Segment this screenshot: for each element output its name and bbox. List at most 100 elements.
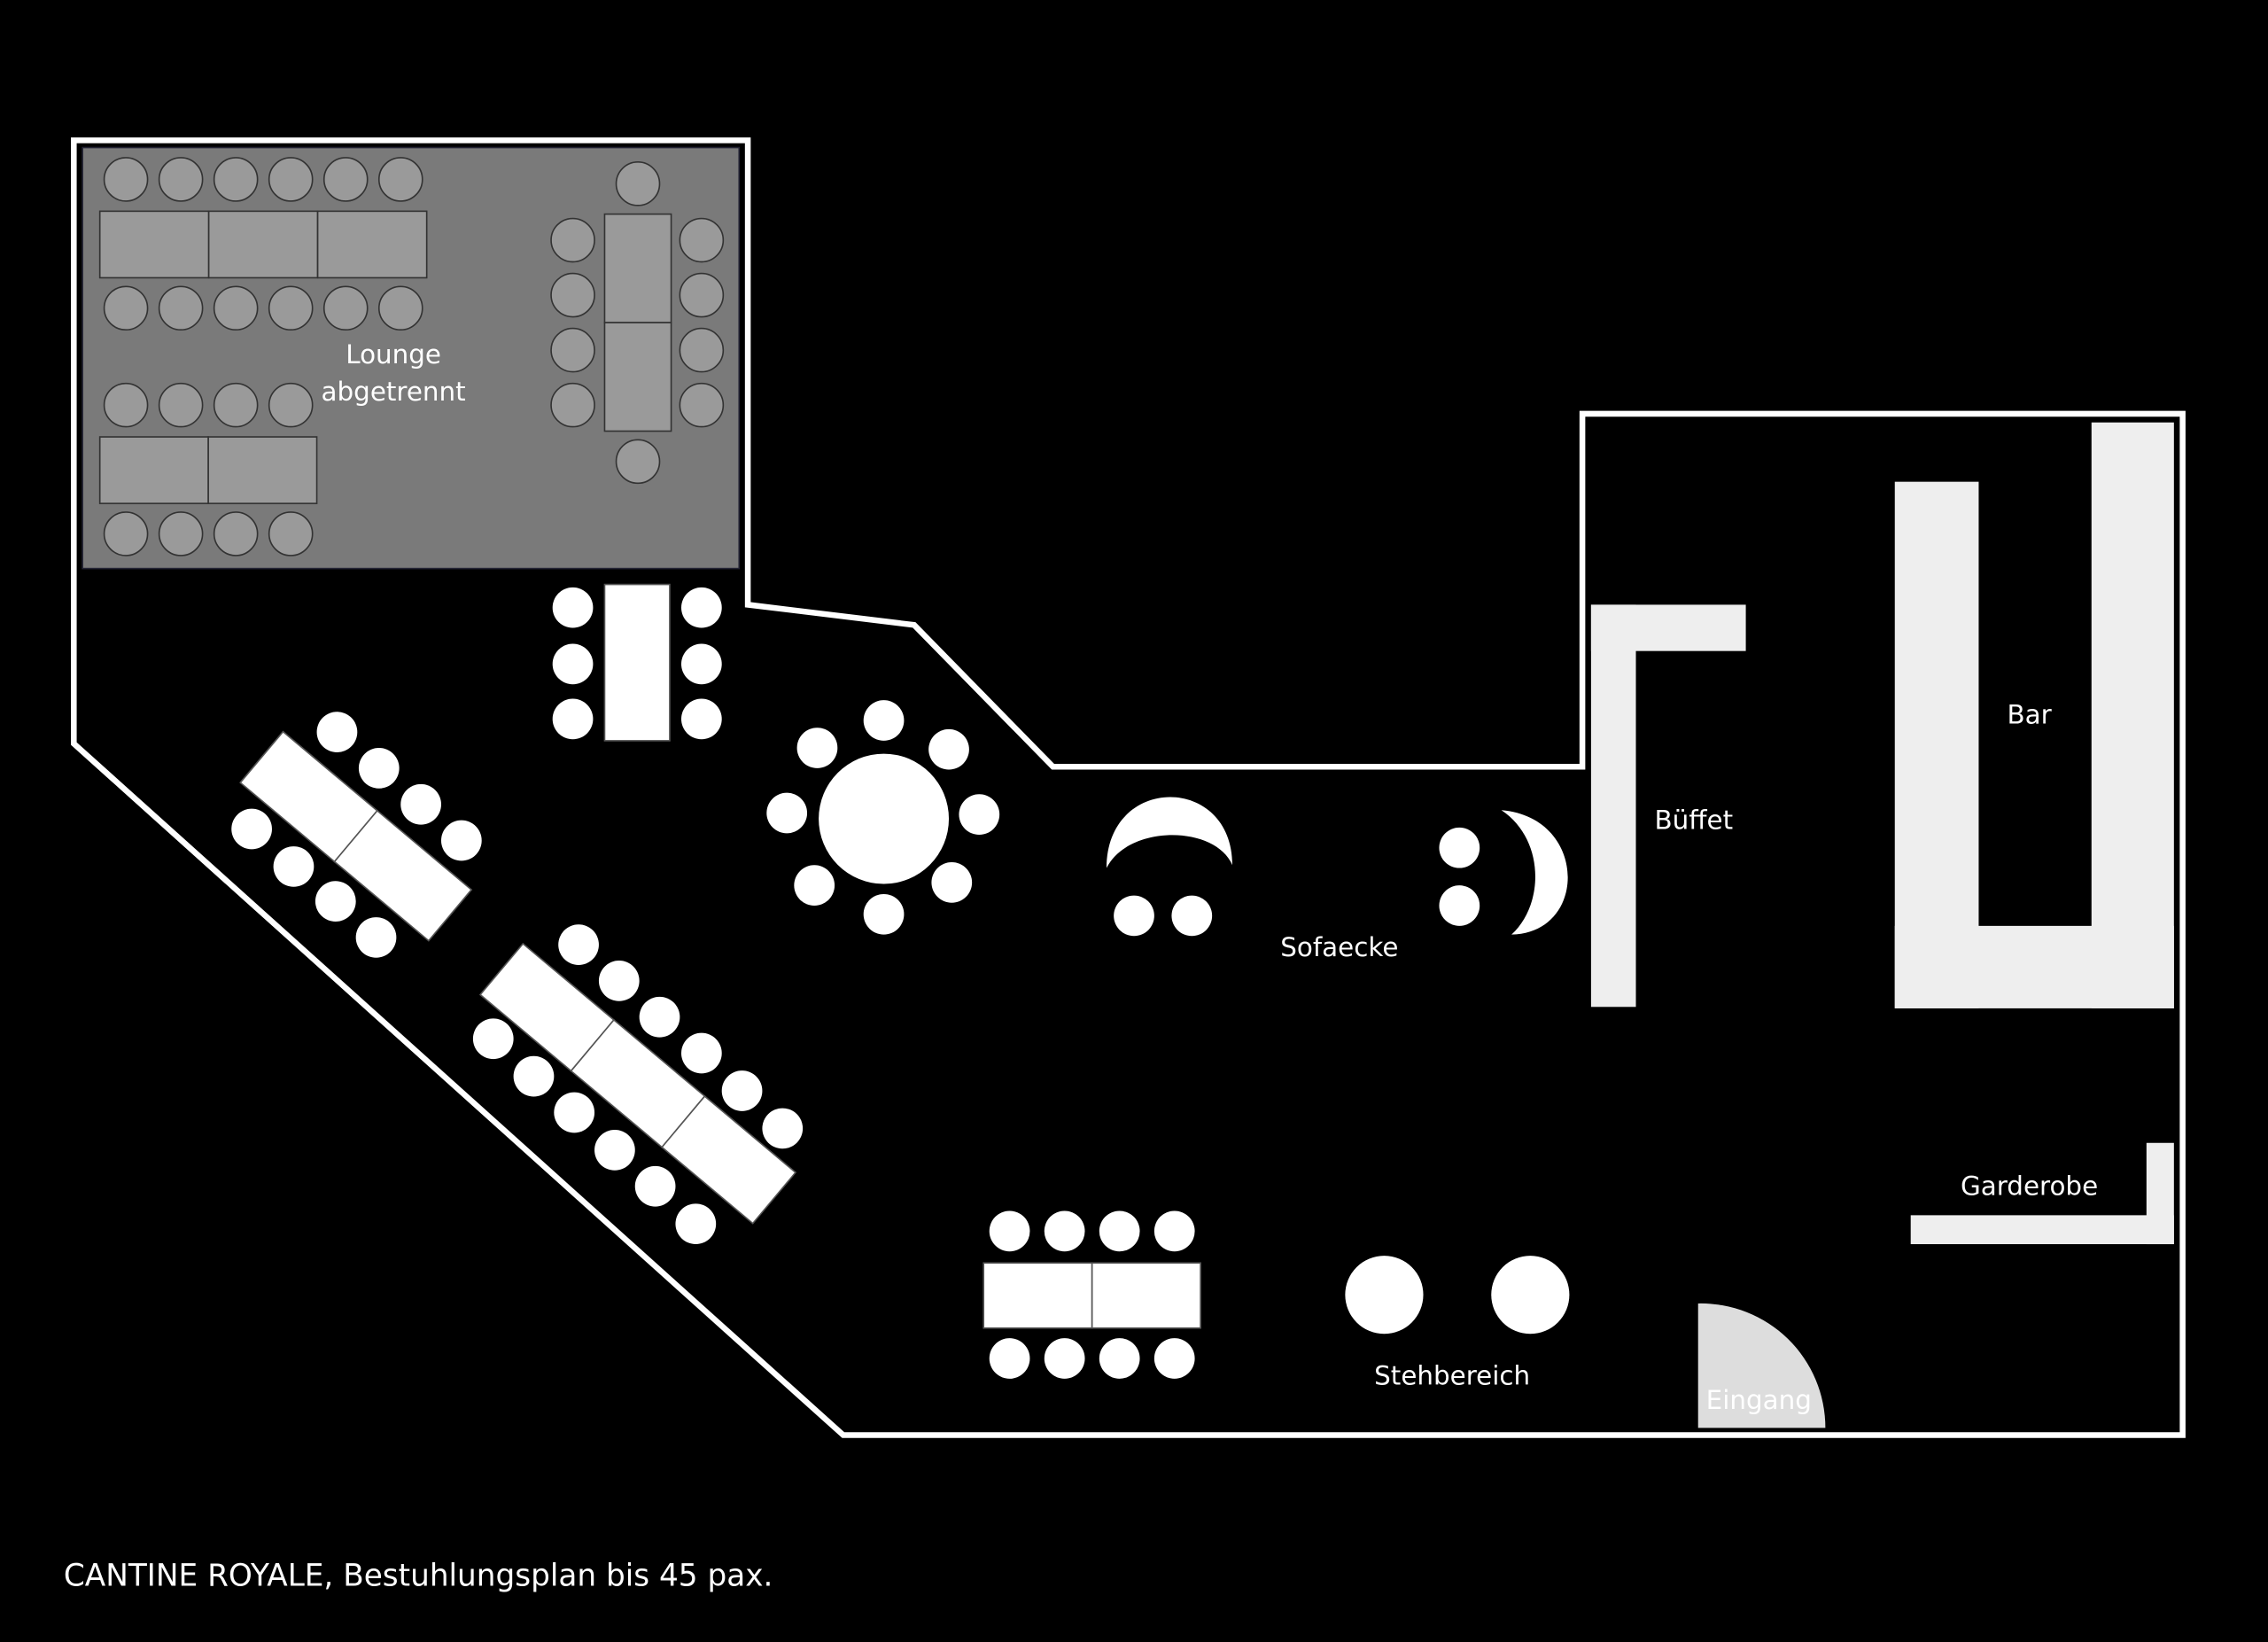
chair: [268, 511, 314, 556]
chair: [273, 846, 315, 887]
lounge-sublabel: abgetrennt: [322, 377, 466, 407]
chair: [322, 157, 369, 202]
chair: [721, 1070, 763, 1111]
chair: [554, 1092, 595, 1133]
chair: [322, 285, 369, 331]
chair: [598, 961, 640, 1001]
chair: [158, 157, 204, 202]
table: [603, 213, 672, 323]
chair: [679, 382, 725, 428]
sofa-label: Sofaecke: [1280, 932, 1398, 962]
chair: [103, 511, 149, 556]
table: [333, 809, 473, 942]
chair: [863, 700, 905, 741]
main-furniture: [231, 583, 1480, 1379]
chair: [1153, 1210, 1195, 1252]
chair: [558, 924, 599, 965]
chair: [213, 382, 259, 428]
chair: [1044, 1210, 1085, 1252]
chair: [550, 327, 595, 373]
bar-label: Bar: [2007, 699, 2052, 729]
chair: [634, 1165, 676, 1207]
chair: [794, 865, 835, 907]
lounge-furniture: [98, 157, 725, 556]
chair: [213, 285, 259, 331]
chair: [315, 881, 356, 922]
chair: [680, 698, 722, 740]
chair: [400, 783, 441, 825]
chair: [639, 996, 680, 1038]
table: [603, 583, 671, 742]
lounge-label: Lounge: [346, 339, 441, 370]
chair: [959, 794, 1000, 836]
chair: [213, 157, 259, 202]
garderobe-label: Garderobe: [1961, 1171, 2098, 1202]
chair: [1044, 1338, 1085, 1379]
round-table: [819, 753, 950, 884]
standing-table: [1345, 1256, 1424, 1335]
chair: [358, 748, 400, 789]
table: [603, 322, 672, 432]
chair: [680, 643, 722, 685]
chair: [594, 1130, 635, 1171]
chair: [268, 285, 314, 331]
entrance-door-icon[interactable]: [1697, 1303, 1826, 1428]
chair: [1153, 1338, 1195, 1379]
chair: [1171, 895, 1213, 937]
chair: [615, 439, 661, 485]
chair: [552, 698, 594, 740]
chair: [1099, 1338, 1140, 1379]
chair: [796, 728, 838, 768]
table: [316, 210, 428, 279]
chair: [377, 285, 423, 331]
chair: [552, 587, 594, 628]
chair: [762, 1108, 804, 1149]
chair: [231, 808, 272, 850]
chair: [472, 1018, 514, 1060]
sofa-icon: [1501, 810, 1568, 935]
chair: [103, 157, 149, 202]
garderobe-counter: [1910, 1142, 2174, 1245]
buffet-label: Büffet: [1655, 805, 1734, 835]
table: [661, 1094, 797, 1225]
chair: [1439, 827, 1480, 868]
table: [1091, 1262, 1201, 1329]
sofa-icon: [1106, 797, 1233, 868]
chair: [550, 272, 595, 318]
chair: [213, 511, 259, 556]
room-outline: [71, 137, 2186, 1438]
chair: [552, 643, 594, 685]
chair: [158, 285, 204, 331]
chair: [863, 893, 905, 935]
chair: [513, 1055, 555, 1097]
buffet-counter: [1590, 604, 1746, 1008]
table: [98, 436, 209, 504]
chair: [675, 1203, 717, 1245]
chair: [268, 157, 314, 202]
eingang-label: Eingang: [1706, 1385, 1812, 1415]
chair: [103, 382, 149, 428]
chair: [1099, 1210, 1140, 1252]
chair: [550, 217, 595, 263]
chair: [355, 917, 397, 958]
standing-table: [1491, 1256, 1570, 1335]
table: [207, 436, 318, 504]
chair: [1439, 885, 1480, 926]
chair: [989, 1338, 1030, 1379]
chair: [440, 820, 482, 861]
chair: [928, 728, 969, 770]
chair: [680, 587, 722, 628]
chair: [550, 382, 595, 428]
chair: [766, 792, 808, 834]
chair: [679, 327, 725, 373]
bar-counter: [1894, 422, 2174, 1008]
table: [983, 1262, 1093, 1329]
table: [207, 210, 319, 279]
chair: [268, 382, 314, 428]
chair: [931, 862, 973, 903]
chair: [679, 272, 725, 318]
sofa-corner: [1106, 797, 1568, 935]
chair: [1114, 895, 1154, 937]
chair: [377, 157, 423, 202]
